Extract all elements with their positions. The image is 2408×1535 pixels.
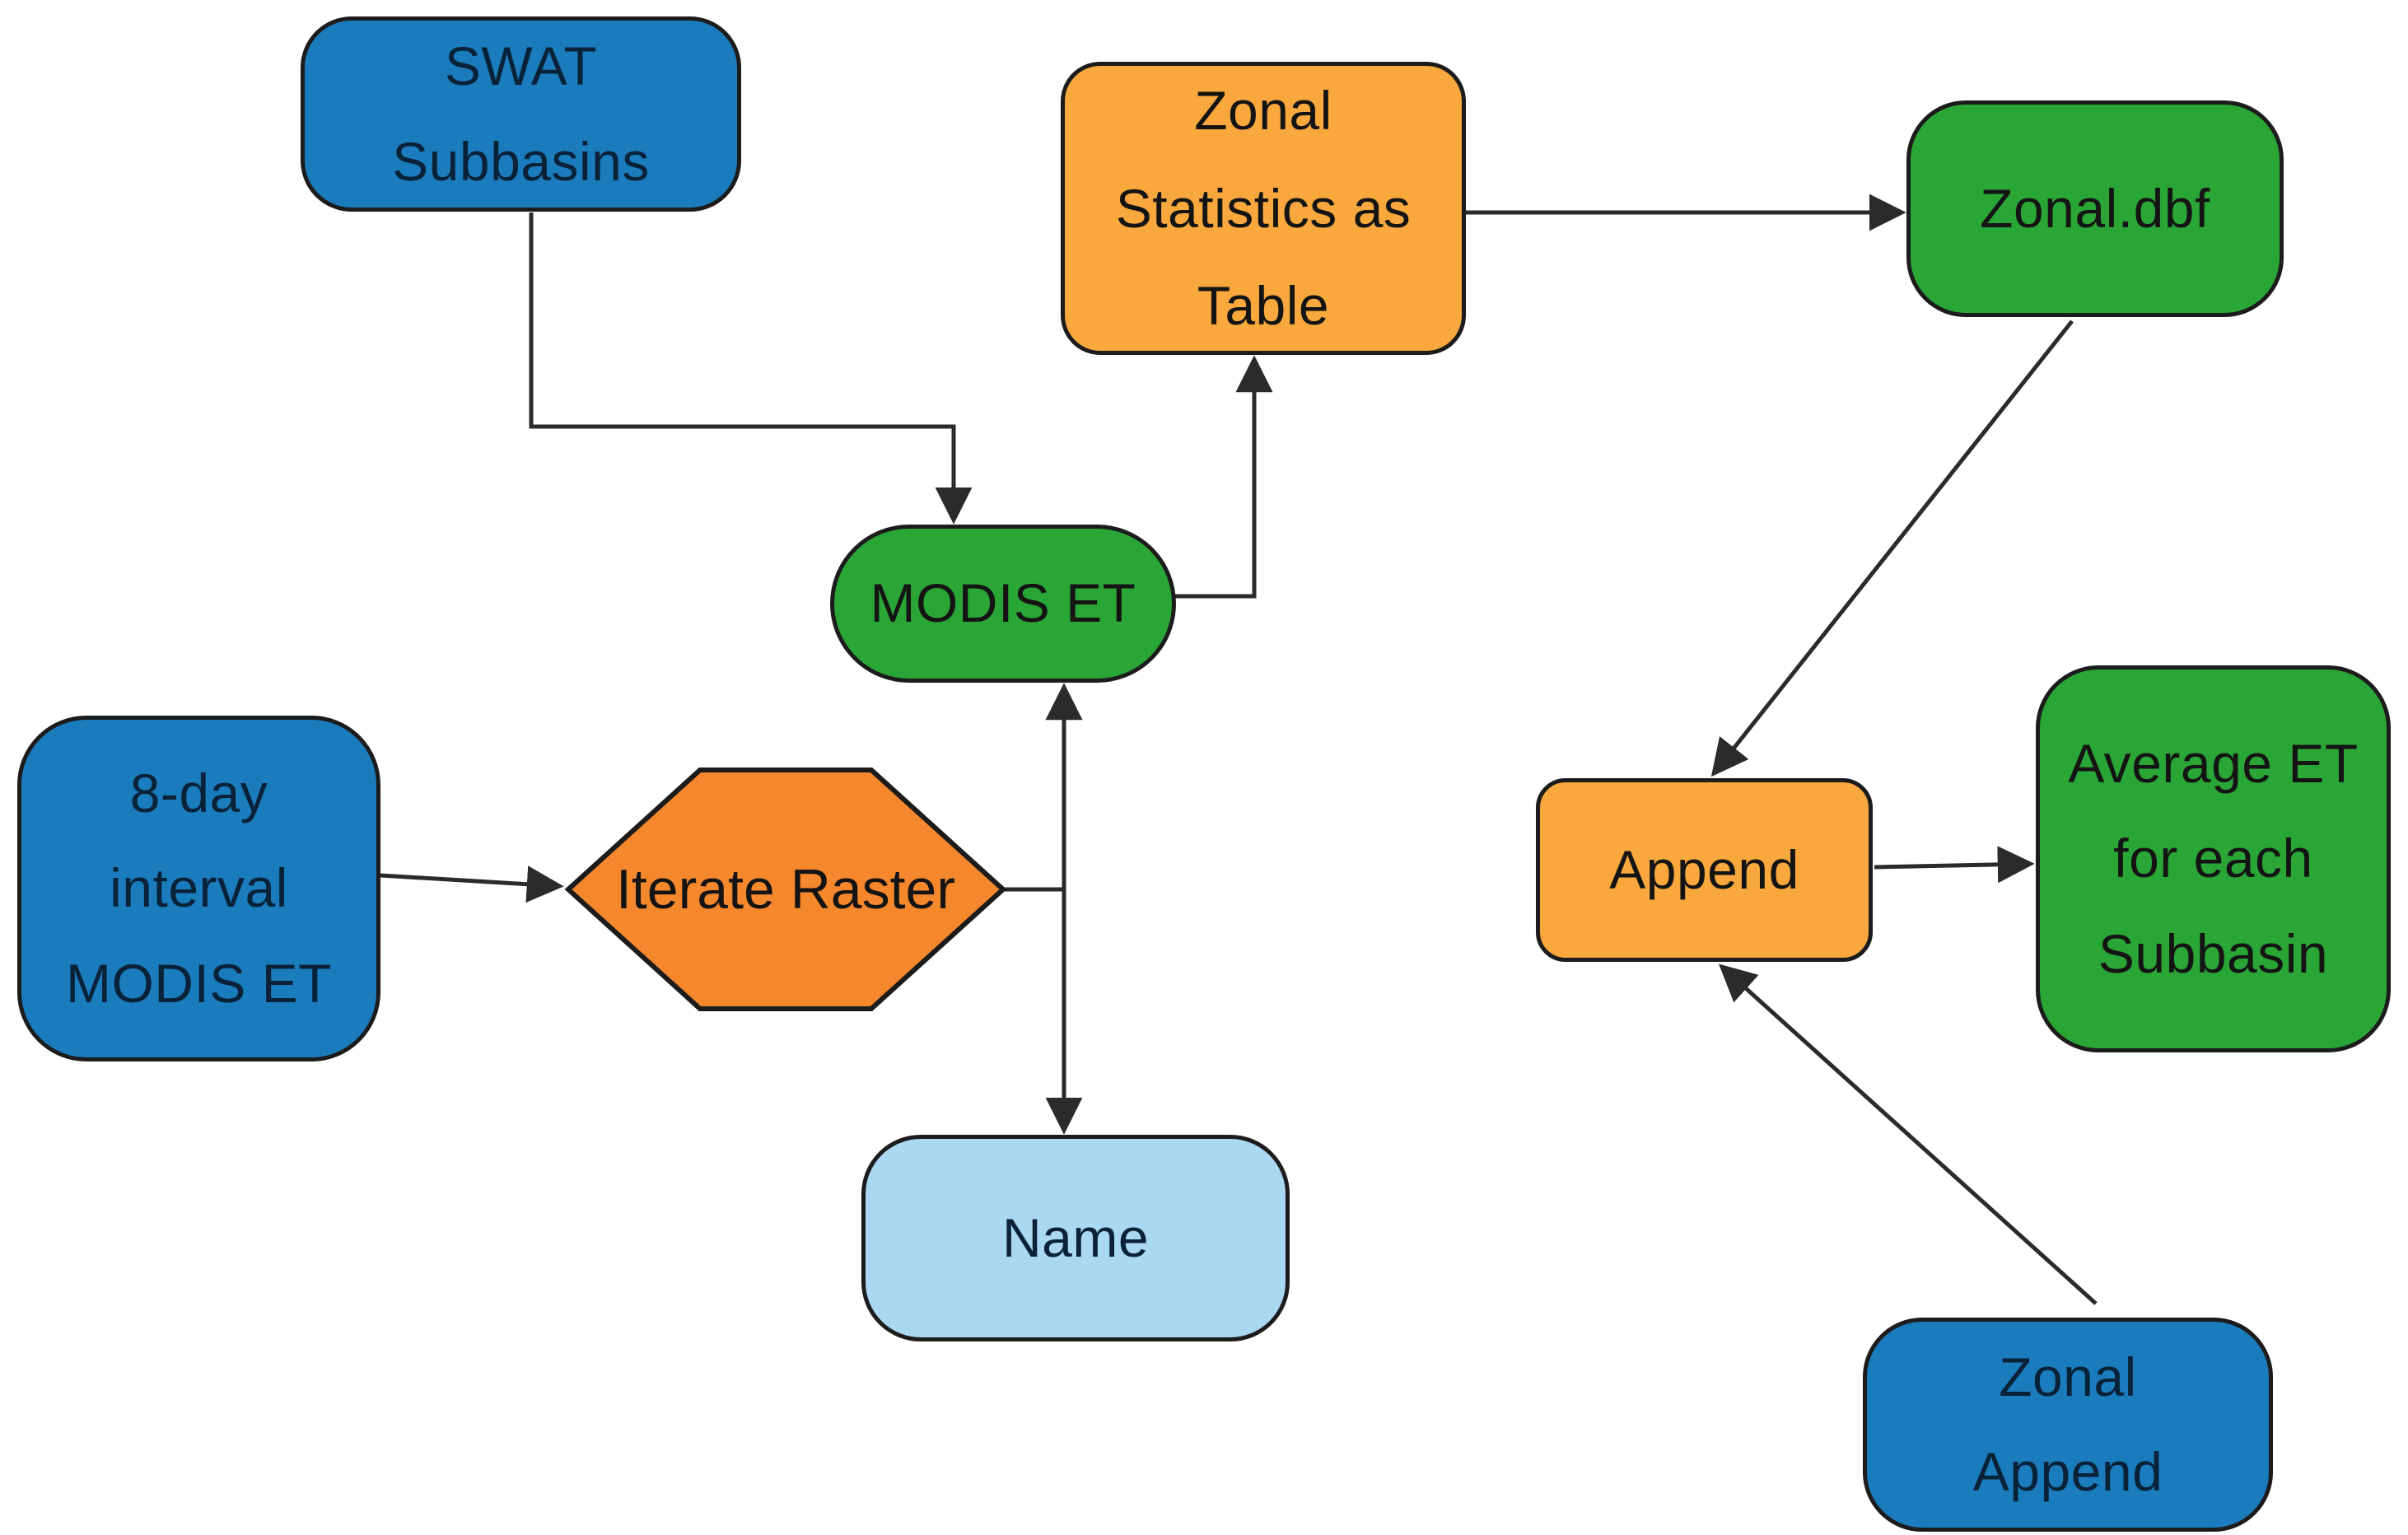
edge-zonal-append-to-append	[1718, 963, 2098, 1305]
node-iterate-raster-label: Iterate Raster	[576, 782, 995, 996]
node-label-line: Raster	[790, 857, 955, 921]
node-label-line: Append	[1972, 1441, 2163, 1502]
node-label-line: Zonal	[1194, 79, 1332, 141]
node-zonal-dbf: Zonal.dbf	[1906, 100, 2284, 317]
edge-zonal-dbf-to-append	[1710, 320, 2074, 777]
node-label-line: Zonal.dbf	[1980, 177, 2210, 239]
node-label-line: MODIS ET	[870, 572, 1136, 634]
edge-append-to-average-et	[1874, 846, 2035, 884]
node-label-line: Name	[1001, 1206, 1150, 1268]
node-name: Name	[861, 1135, 1290, 1341]
node-label-line: SWAT	[444, 35, 598, 96]
edge-swat-to-modis-et	[529, 212, 973, 525]
node-zonal-append: Zonal Append	[1863, 1318, 2273, 1532]
node-label-line: Statistics as	[1115, 177, 1412, 239]
node-label-line: Append	[1609, 838, 1799, 900]
node-label-line: 8-day	[129, 762, 268, 823]
node-label-line: Table	[1197, 275, 1330, 337]
node-label-line: Subbasins	[392, 130, 650, 192]
node-modis-et: MODIS ET	[830, 525, 1176, 683]
node-zonal-statistics: Zonal Statistics as Table	[1061, 62, 1466, 355]
iterate-raster-hexagon	[564, 768, 1007, 1011]
edge-8day-to-iterate-raster	[380, 865, 564, 903]
node-label-line: Zonal	[1999, 1346, 2137, 1407]
node-append: Append	[1536, 778, 1873, 962]
node-swat-subbasins: SWAT Subbasins	[301, 16, 741, 212]
node-label-line: Iterate	[616, 857, 775, 921]
node-8day-interval-modis-et: 8-day interval MODIS ET	[17, 716, 380, 1061]
node-label-line: for each	[2113, 828, 2313, 889]
edge-modis-et-to-zonal-statistics	[1175, 355, 1273, 599]
node-label-line: Subbasin	[2098, 922, 2329, 984]
node-average-et: Average ET for each Subbasin	[2036, 665, 2391, 1052]
node-label-line: Average ET	[2068, 732, 2359, 794]
node-label-line: interval	[110, 857, 288, 919]
node-label-line: MODIS ET	[65, 952, 332, 1014]
